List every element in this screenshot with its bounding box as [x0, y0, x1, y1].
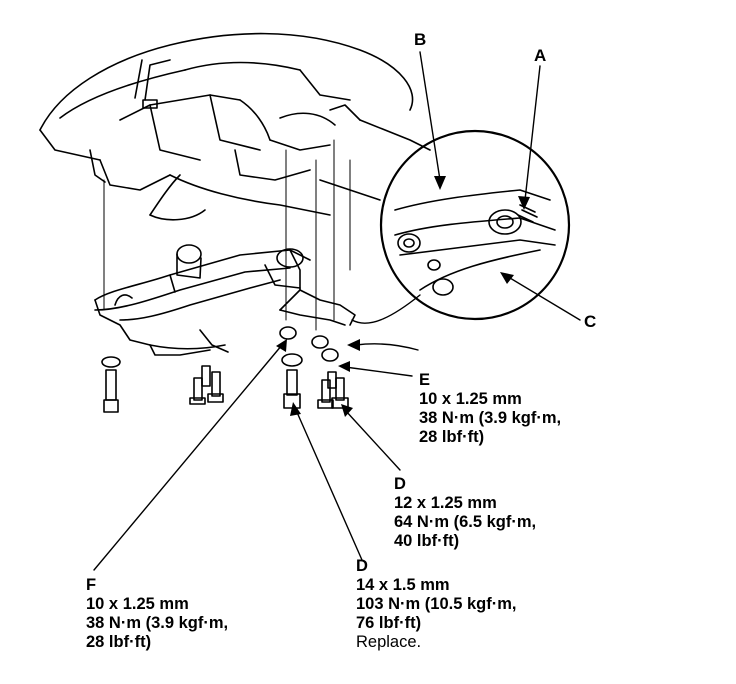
callout-e-torque: 38 N·m (3.9 kgf·m, — [419, 409, 562, 427]
callout-f-size: 10 x 1.25 mm — [86, 595, 189, 613]
callout-f-letter: F — [86, 576, 97, 594]
alignment-lines — [103, 139, 351, 331]
label-a: A — [534, 46, 547, 65]
callout-d-lower-torque-imperial: 76 lbf·ft) — [356, 614, 422, 632]
label-b: B — [414, 30, 427, 49]
callout-d-lower-torque: 103 N·m (10.5 kgf·m, — [356, 595, 517, 613]
callout-e-letter: E — [419, 371, 431, 389]
callout-d-upper-torque: 64 N·m (6.5 kgf·m, — [394, 513, 537, 531]
label-c: C — [584, 312, 597, 331]
car-body-underside — [39, 32, 431, 221]
arrow-heads — [276, 176, 530, 417]
callout-e-torque-imperial: 28 lbf·ft) — [419, 428, 485, 446]
leader-lines — [93, 51, 581, 571]
callout-d-lower: D 14 x 1.5 mm 103 N·m (10.5 kgf·m, 76 lb… — [356, 557, 516, 652]
callout-d-lower-size: 14 x 1.5 mm — [356, 576, 450, 594]
callout-e-size: 10 x 1.25 mm — [419, 390, 522, 408]
bolt-f — [281, 353, 303, 409]
callout-f-torque: 38 N·m (3.9 kgf·m, — [86, 614, 229, 632]
callout-d-lower-note: Replace. — [356, 633, 422, 651]
callout-f-torque-imperial: 28 lbf·ft) — [86, 633, 152, 651]
bolt-group-left-d — [189, 365, 224, 405]
callout-d-upper-torque-imperial: 40 lbf·ft) — [394, 532, 460, 550]
bolt-set — [101, 326, 349, 413]
bolt-left — [101, 356, 121, 413]
callout-d-upper: D 12 x 1.25 mm 64 N·m (6.5 kgf·m, 40 lbf… — [394, 475, 536, 551]
callout-e: E 10 x 1.25 mm 38 N·m (3.9 kgf·m, 28 lbf… — [419, 371, 561, 447]
detail-inset — [379, 129, 571, 321]
nuts-e — [279, 326, 339, 362]
front-subframe — [94, 244, 356, 356]
bolt-group-d — [317, 371, 349, 409]
callout-d-upper-size: 12 x 1.25 mm — [394, 494, 497, 512]
callout-d-lower-letter: D — [356, 557, 368, 575]
callout-d-upper-letter: D — [394, 475, 406, 493]
callout-f: F 10 x 1.25 mm 38 N·m (3.9 kgf·m, 28 lbf… — [86, 576, 228, 652]
